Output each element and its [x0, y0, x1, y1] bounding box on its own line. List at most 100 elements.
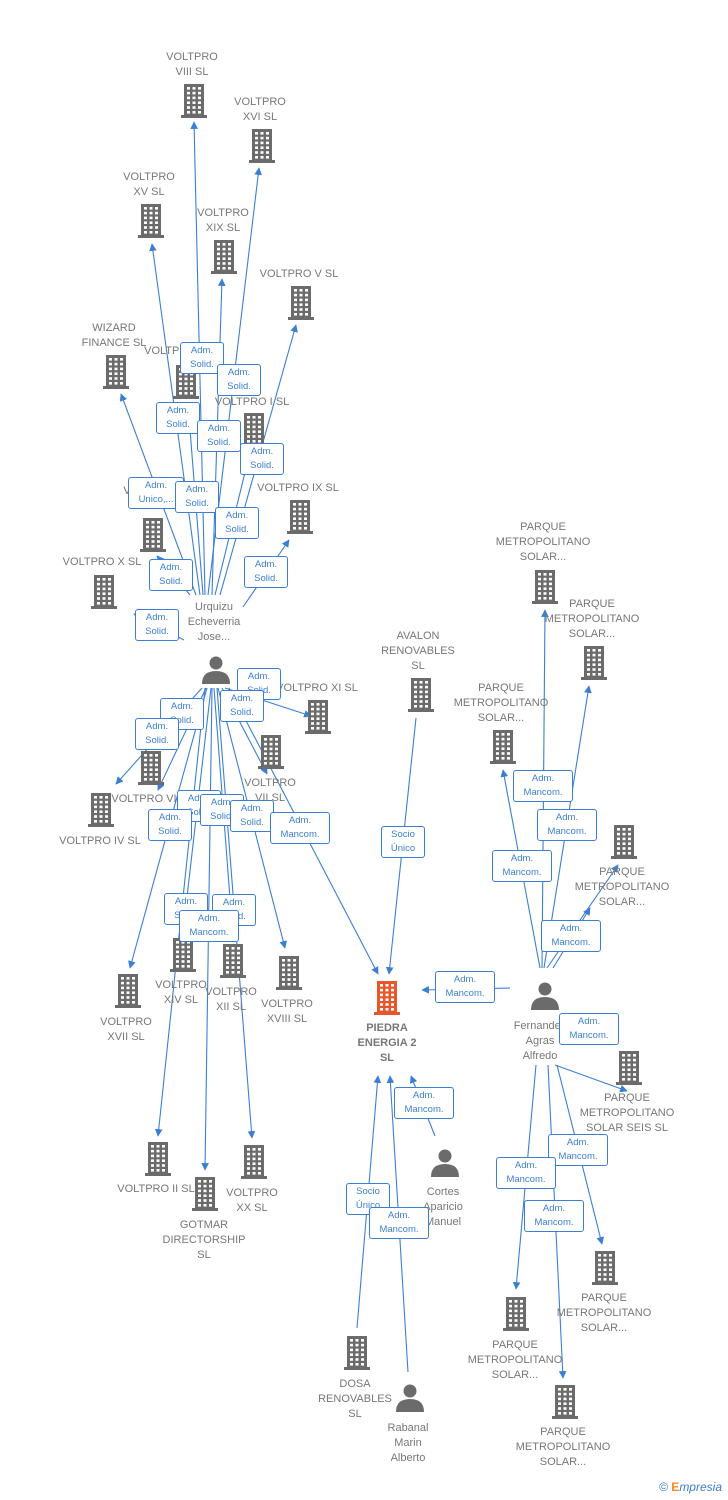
relation-badge: Adm. Solid.	[244, 556, 288, 588]
relation-badge: Socio Único	[381, 826, 425, 858]
person-icon[interactable]	[531, 982, 559, 1011]
relation-badge: Adm. Solid.	[148, 809, 192, 841]
relation-badge: Adm. Mancom.	[435, 971, 495, 1003]
company-label[interactable]: VOLTPRO XII SL	[205, 986, 257, 1013]
company-building-icon[interactable]	[115, 974, 141, 1008]
relation-badge: Adm. Mancom.	[559, 1013, 619, 1045]
brand-logo-initial: E	[671, 1480, 680, 1494]
company-building-icon[interactable]	[211, 240, 237, 274]
company-building-icon[interactable]	[408, 678, 434, 712]
footer-brand: © Empresia	[659, 1480, 722, 1494]
company-building-icon[interactable]	[276, 956, 302, 990]
relation-edge	[554, 1064, 628, 1093]
company-building-icon[interactable]	[490, 730, 516, 764]
company-label[interactable]: PARQUE METROPOLITANO SOLAR...	[574, 866, 670, 908]
relation-badge: Adm. Mancom.	[394, 1087, 454, 1119]
company-building-icon[interactable]	[145, 1142, 171, 1176]
focus-company-building-icon[interactable]	[374, 981, 400, 1015]
company-building-icon[interactable]	[581, 646, 607, 680]
company-building-icon[interactable]	[503, 1297, 529, 1331]
company-building-icon[interactable]	[138, 751, 164, 785]
company-label[interactable]: VOLTPRO IV SL	[59, 835, 141, 847]
person-label[interactable]: Fernandez Agras Alfredo	[513, 1020, 567, 1062]
company-building-icon[interactable]	[138, 204, 164, 238]
company-label[interactable]: VOLTPRO V SL	[259, 268, 339, 280]
company-label[interactable]: VOLTPRO XI SL	[276, 682, 358, 694]
company-building-icon[interactable]	[287, 500, 313, 534]
company-label[interactable]: VOLTPRO XX SL	[226, 1187, 278, 1214]
relation-badge: Adm. Solid.	[215, 507, 259, 539]
company-building-icon[interactable]	[611, 825, 637, 859]
company-label[interactable]: VOLTPRO XIV SL	[155, 979, 207, 1006]
relation-badge: Adm. Solid.	[220, 690, 264, 722]
company-label[interactable]: VOLTPRO IX SL	[257, 482, 339, 494]
relation-badge: Adm. Unico,...	[128, 477, 184, 509]
relation-badge: Adm. Mancom.	[541, 920, 601, 952]
company-building-icon[interactable]	[170, 938, 196, 972]
company-label[interactable]: GOTMAR DIRECTORSHIP SL	[162, 1219, 246, 1261]
relation-badge: Adm. Solid.	[197, 420, 241, 452]
person-icon[interactable]	[431, 1149, 459, 1178]
company-building-icon[interactable]	[305, 700, 331, 734]
company-building-icon[interactable]	[181, 84, 207, 118]
person-icon[interactable]	[202, 656, 230, 685]
company-building-icon[interactable]	[88, 793, 114, 827]
company-building-icon[interactable]	[344, 1336, 370, 1370]
relation-badge: Adm. Solid.	[135, 718, 179, 750]
company-label[interactable]: VOLTPRO XV SL	[123, 171, 175, 198]
relation-badge: Adm. Mancom.	[270, 812, 330, 844]
brand-logo: mpresia	[679, 1480, 722, 1494]
company-label[interactable]: VOLTPRO VI	[111, 793, 177, 805]
person-label[interactable]: Cortes Aparicio Manuel	[423, 1186, 463, 1228]
company-label[interactable]: VOLTPRO XVIII SL	[261, 998, 313, 1025]
company-label[interactable]: PARQUE METROPOLITANO SOLAR...	[495, 521, 591, 563]
relation-badge: Adm. Mancom.	[537, 809, 597, 841]
company-label[interactable]: VOLTPRO XVI SL	[234, 96, 286, 123]
company-building-icon[interactable]	[532, 570, 558, 604]
company-label[interactable]: VOLTPRO XVII SL	[100, 1016, 152, 1043]
company-label[interactable]: DOSA RENOVABLES SL	[318, 1378, 392, 1420]
company-label[interactable]: PARQUE METROPOLITANO SOLAR...	[467, 1339, 563, 1381]
company-building-icon[interactable]	[220, 944, 246, 978]
company-building-icon[interactable]	[249, 129, 275, 163]
company-building-icon[interactable]	[258, 735, 284, 769]
nodes-layer	[88, 84, 642, 1419]
focus-label[interactable]: PIEDRA ENERGIA 2 SL	[357, 1022, 417, 1064]
company-building-icon[interactable]	[288, 286, 314, 320]
relation-badge: Adm. Mancom.	[179, 910, 239, 942]
company-building-icon[interactable]	[552, 1385, 578, 1419]
company-building-icon[interactable]	[592, 1251, 618, 1285]
relation-badge: Adm. Mancom.	[548, 1134, 608, 1166]
company-label[interactable]: PARQUE METROPOLITANO SOLAR...	[544, 598, 640, 640]
company-label[interactable]: VOLTPRO I SL	[214, 396, 290, 408]
company-building-icon[interactable]	[91, 575, 117, 609]
company-building-icon[interactable]	[241, 413, 267, 447]
company-label[interactable]: PARQUE METROPOLITANO SOLAR SEIS SL	[579, 1092, 675, 1134]
person-label[interactable]: Rabanal Marin Alberto	[387, 1422, 429, 1464]
company-label[interactable]: VOLTPRO XIX SL	[197, 207, 249, 234]
company-building-icon[interactable]	[192, 1177, 218, 1211]
company-label[interactable]: WIZARD FINANCE SL	[81, 322, 147, 349]
company-building-icon[interactable]	[241, 1145, 267, 1179]
company-label[interactable]: AVALON RENOVABLES SL	[381, 630, 455, 672]
relation-badge: Adm. Solid.	[217, 364, 261, 396]
company-label[interactable]: VOLTPRO VIII SL	[166, 51, 218, 78]
company-building-icon[interactable]	[616, 1051, 642, 1085]
company-label[interactable]: VOLTPRO X SL	[62, 556, 142, 568]
company-building-icon[interactable]	[140, 518, 166, 552]
copyright-symbol: ©	[659, 1480, 668, 1494]
company-label[interactable]: VOLTPRO II SL	[117, 1183, 195, 1195]
relation-badge: Adm. Mancom.	[492, 850, 552, 882]
relation-badge: Adm. Solid.	[240, 443, 284, 475]
company-building-icon[interactable]	[103, 355, 129, 389]
relation-badge: Adm. Solid.	[156, 402, 200, 434]
company-label[interactable]: V	[123, 485, 131, 497]
company-label[interactable]: PARQUE METROPOLITANO SOLAR...	[453, 682, 549, 724]
relation-badge: Adm. Mancom.	[496, 1157, 556, 1189]
relation-badge: Adm. Solid.	[175, 481, 219, 513]
company-label[interactable]: PARQUE METROPOLITANO SOLAR...	[556, 1292, 652, 1334]
person-icon[interactable]	[396, 1384, 424, 1413]
company-label[interactable]: PARQUE METROPOLITANO SOLAR...	[515, 1426, 611, 1468]
person-label[interactable]: Urquizu Echeverria Jose...	[187, 601, 241, 643]
